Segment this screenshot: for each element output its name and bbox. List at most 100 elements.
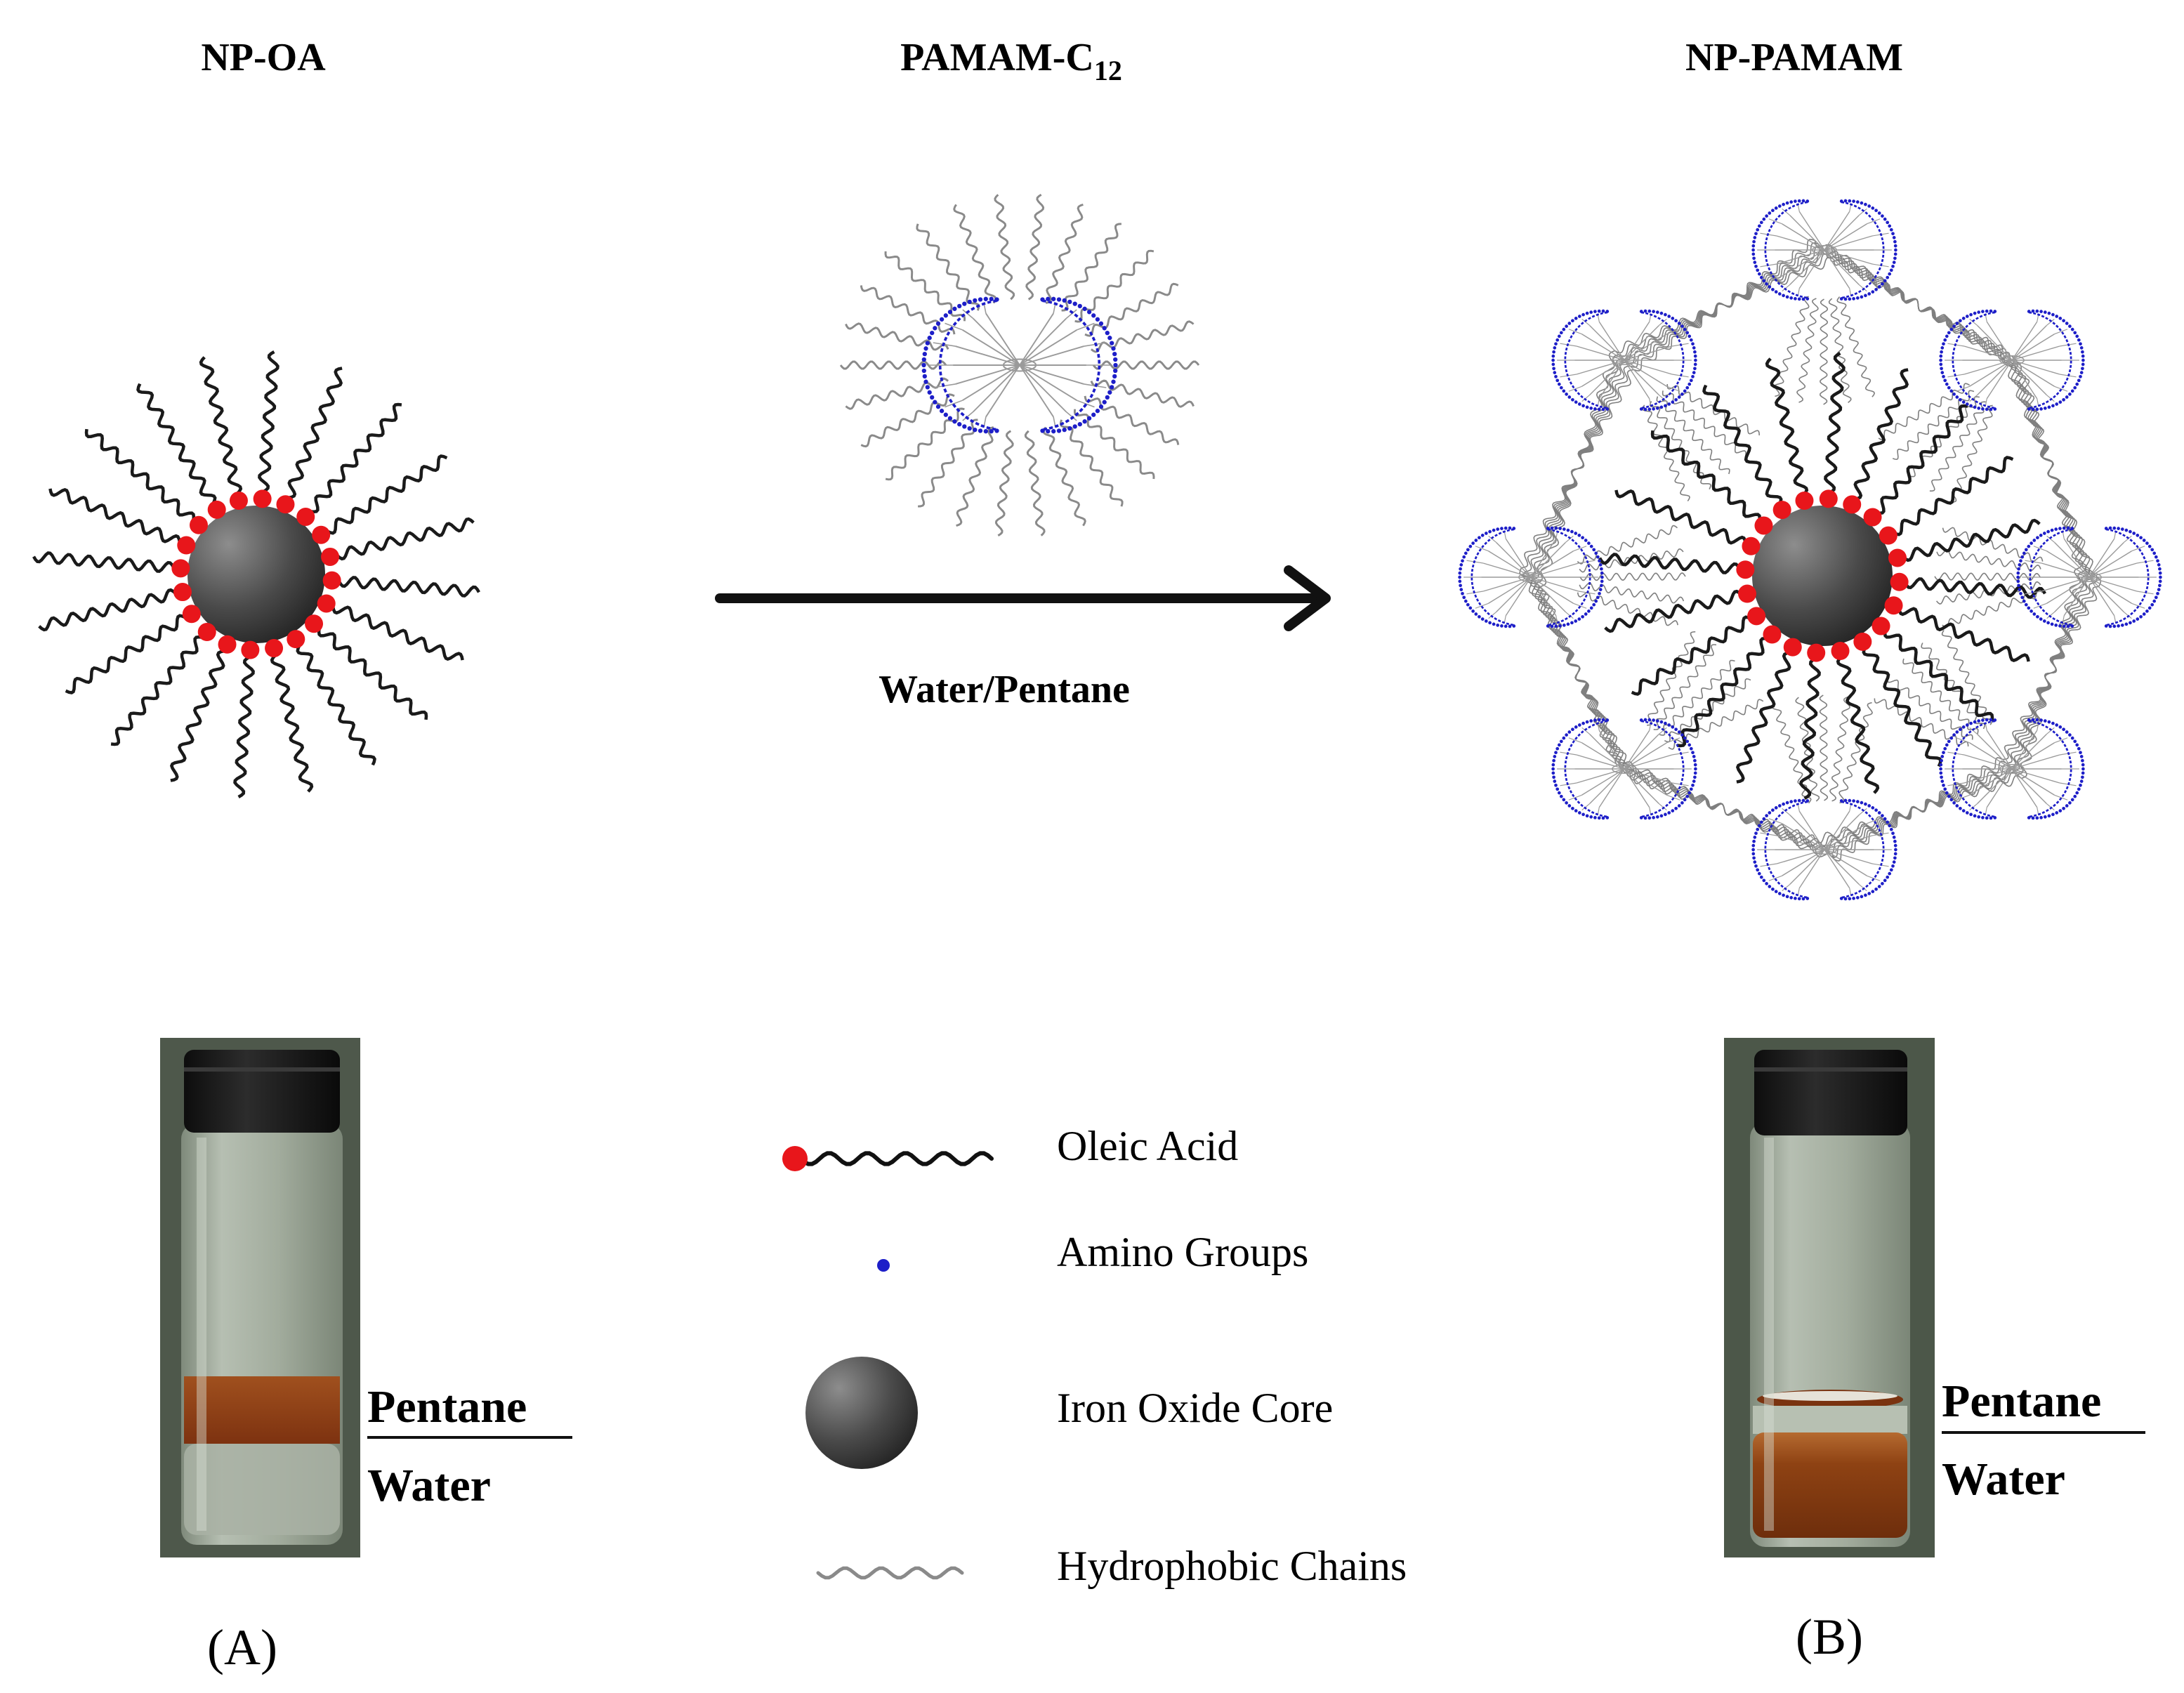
amino-group xyxy=(2132,619,2136,623)
amino-group xyxy=(1659,311,1664,315)
amino-group xyxy=(1757,871,1761,876)
oleic-acid-tail xyxy=(32,551,176,573)
amino-group xyxy=(1694,358,1697,362)
amino-group xyxy=(1985,718,1989,722)
amino-group xyxy=(1577,534,1581,537)
amino-group xyxy=(1881,814,1884,817)
amino-group xyxy=(1683,389,1687,393)
amino-group xyxy=(1601,718,1605,722)
amino-group xyxy=(2066,526,2070,530)
amino-group xyxy=(1659,405,1664,409)
amino-group xyxy=(1552,367,1555,371)
amino-group xyxy=(2079,783,2082,787)
hydrophobic-chain xyxy=(1059,419,1124,507)
amino-group xyxy=(1843,798,1848,803)
pamam-dendrimer xyxy=(2016,526,2162,628)
amino-group xyxy=(2152,551,2157,555)
hydrophobic-chain xyxy=(1921,643,1986,730)
amino-group xyxy=(1462,555,1466,559)
amino-group xyxy=(2075,791,2079,795)
amino-group xyxy=(1550,624,1554,628)
amino-group xyxy=(2046,621,2050,625)
oleic-acid-head xyxy=(1795,492,1814,510)
hydrophobic-chain xyxy=(884,251,966,322)
amino-group xyxy=(1557,743,1561,747)
vial-a-pentane-label: Pentane xyxy=(367,1381,527,1432)
amino-group xyxy=(2024,602,2028,607)
amino-group xyxy=(1680,324,1684,328)
amino-group xyxy=(1674,319,1678,323)
amino-group xyxy=(1969,721,1973,725)
amino-group xyxy=(1949,736,1954,740)
amino-group xyxy=(1551,362,1555,367)
amino-group xyxy=(947,416,953,421)
amino-group xyxy=(1843,297,1848,301)
panel-label-b: (B) xyxy=(1796,1609,1863,1665)
amino-group xyxy=(1062,298,1067,303)
amino-group xyxy=(1883,817,1887,821)
oleic-acid-tail xyxy=(1824,352,1846,495)
amino-group xyxy=(1752,239,1756,244)
amino-group xyxy=(1492,622,1496,626)
oleic-acid-tail xyxy=(1676,636,1769,748)
amino-group xyxy=(1581,614,1584,619)
hydrophobic-chain xyxy=(1577,525,1678,565)
pamam-dendrimer xyxy=(1939,309,2085,411)
amino-group xyxy=(1577,723,1581,727)
amino-group xyxy=(2058,400,2063,404)
amino-group xyxy=(2019,559,2022,563)
legend-iron-oxide-core-symbol xyxy=(805,1357,918,1469)
amino-group xyxy=(1777,892,1782,895)
oleic-acid-head xyxy=(171,559,190,578)
amino-group xyxy=(1086,310,1092,315)
pamam-dendrimer xyxy=(1551,309,1697,411)
amino-group xyxy=(2145,541,2149,545)
amino-group xyxy=(989,296,994,301)
amino-group xyxy=(2047,405,2051,409)
hydrophobic-chain xyxy=(1815,775,2022,844)
amino-group xyxy=(1756,827,1760,831)
amino-group xyxy=(1952,801,1956,805)
amino-group xyxy=(1883,878,1887,883)
amino-group xyxy=(2070,389,2074,393)
amino-group xyxy=(1500,527,1504,530)
amino-group xyxy=(1685,739,1690,744)
amino-group xyxy=(1765,814,1768,817)
amino-group xyxy=(978,428,983,433)
amino-group xyxy=(1046,429,1051,434)
amino-group xyxy=(1774,206,1778,210)
amino-group xyxy=(1600,571,1604,575)
amino-group xyxy=(2066,624,2070,628)
amino-group xyxy=(1105,395,1110,400)
amino-group xyxy=(1965,402,1969,406)
amino-group xyxy=(1754,831,1758,836)
amino-group xyxy=(2018,588,2022,591)
pamam-dendrimer xyxy=(1751,199,1897,301)
oleic-acid-head xyxy=(1738,584,1757,603)
amino-group xyxy=(921,357,926,362)
amino-group xyxy=(1759,275,1763,279)
amino-group xyxy=(1683,327,1687,331)
amino-group xyxy=(1571,806,1574,810)
amino-group xyxy=(1551,358,1555,362)
oleic-acid-head xyxy=(207,500,226,519)
amino-group xyxy=(1597,309,1601,313)
amino-group xyxy=(1949,798,1954,802)
amino-group xyxy=(1072,301,1077,306)
amino-group xyxy=(2132,532,2136,535)
amino-group xyxy=(943,412,948,417)
amino-group xyxy=(1571,319,1574,323)
amino-group xyxy=(1056,297,1062,302)
amino-group xyxy=(1567,804,1572,808)
amino-group xyxy=(1877,211,1881,215)
amino-group xyxy=(1789,296,1794,300)
amino-group xyxy=(1652,718,1655,722)
title-pamam-c12: PAMAM-C12 xyxy=(900,36,1122,86)
amino-group xyxy=(1981,816,1985,819)
amino-group xyxy=(1852,799,1855,803)
amino-group xyxy=(1458,575,1461,579)
amino-group xyxy=(923,379,928,384)
oleic-acid-tail xyxy=(1650,430,1762,522)
amino-group xyxy=(1685,331,1690,335)
amino-group xyxy=(1691,783,1695,787)
